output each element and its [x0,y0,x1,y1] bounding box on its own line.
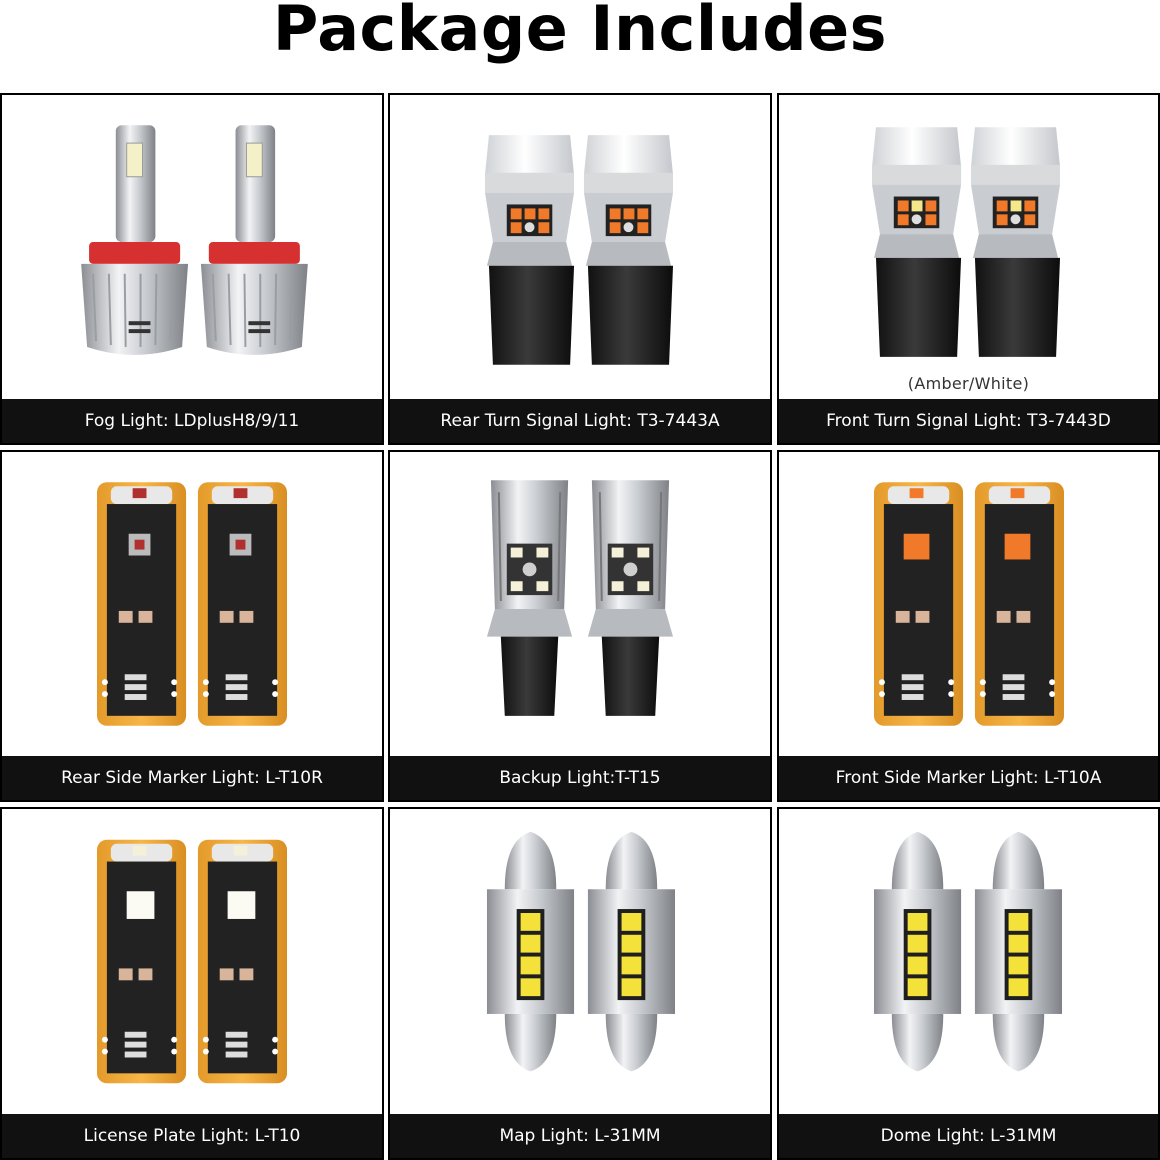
product-card-rear-turn-signal: Rear Turn Signal Light: T3-7443A [388,93,772,445]
product-card-front-side-marker: Front Side Marker Light: L-T10A [777,450,1160,802]
turn-signal-bulb-image [779,95,1158,399]
backup-bulb-icon [486,480,674,716]
fog-bulb-icon [81,125,308,355]
product-caption: Rear Turn Signal Light: T3-7443A [390,399,770,443]
product-card-dome-light: Dome Light: L-31MM [777,807,1160,1160]
turn-signal-bulb-image [390,95,770,399]
product-caption: Front Side Marker Light: L-T10A [779,756,1158,800]
wedge-bulb-icon [873,482,1064,726]
product-caption: License Plate Light: L-T10 [2,1114,382,1158]
turn-signal-bulb-icon [485,135,674,365]
wedge-bulb-icon [97,482,287,726]
product-card-front-turn-signal: (Amber/White) Front Turn Signal Light: T… [777,93,1160,445]
wedge-bulb-image [779,452,1158,756]
product-caption: Dome Light: L-31MM [779,1114,1158,1158]
festoon-bulb-image [390,809,770,1114]
product-caption: Backup Light:T-T15 [390,756,770,800]
wedge-bulb-image [2,809,382,1114]
festoon-bulb-image [779,809,1158,1114]
product-card-fog-light: Fog Light: LDplusH8/9/11 [0,93,384,445]
product-caption: Rear Side Marker Light: L-T10R [2,756,382,800]
wedge-bulb-icon [97,839,287,1084]
product-card-rear-side-marker: Rear Side Marker Light: L-T10R [0,450,384,802]
turn-signal-bulb-icon [872,127,1061,357]
color-note: (Amber/White) [907,374,1030,393]
product-caption: Fog Light: LDplusH8/9/11 [2,399,382,443]
product-card-license-plate: License Plate Light: L-T10 [0,807,384,1160]
wedge-bulb-image [2,452,382,756]
product-card-map-light: Map Light: L-31MM [388,807,772,1160]
page-title: Package Includes [272,0,888,65]
product-card-backup-light: Backup Light:T-T15 [388,450,772,802]
backup-bulb-image [390,452,770,756]
fog-bulb-image [2,95,382,399]
festoon-bulb-icon [486,831,675,1072]
product-caption: Front Turn Signal Light: T3-7443D [779,399,1158,443]
festoon-bulb-icon [873,831,1063,1072]
product-caption: Map Light: L-31MM [390,1114,770,1158]
